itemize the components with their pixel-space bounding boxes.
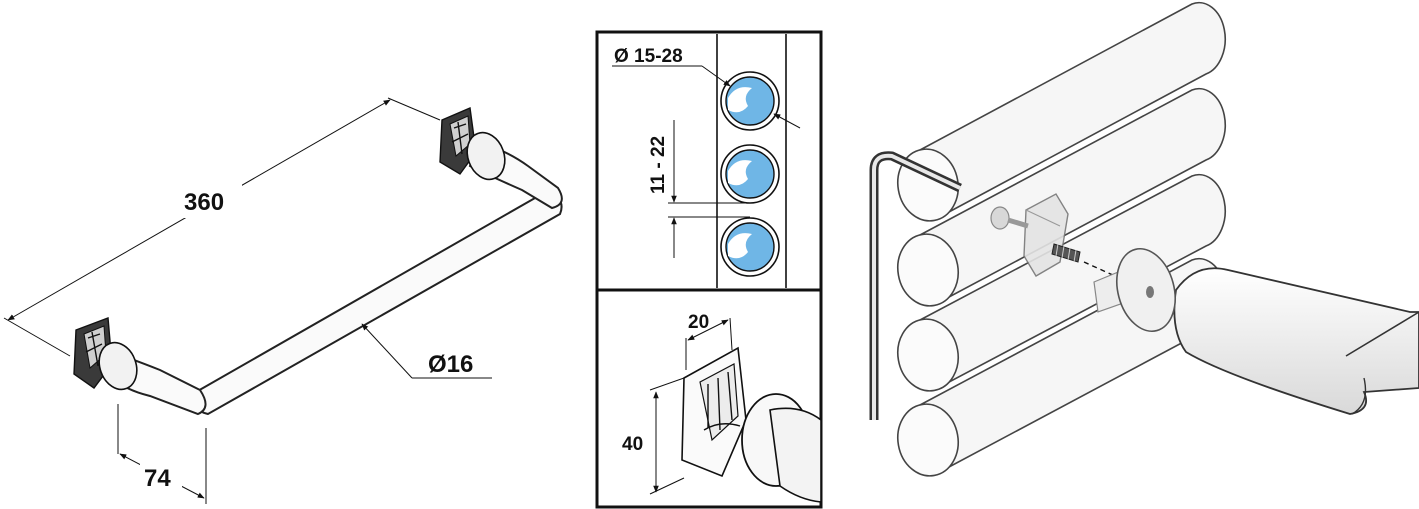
detail-panel: Ø 15-28 11 - 22 20 40	[595, 30, 823, 509]
diameter-leader	[361, 323, 413, 379]
bracket-height-label: 40	[622, 434, 643, 455]
tube-cross-section-3	[720, 217, 780, 277]
left-wall-bracket	[73, 317, 138, 391]
tube-cross-section-1	[720, 71, 780, 131]
bracket-width-label: 20	[688, 312, 709, 333]
towel-bar-overview: 360 Ø16 74	[3, 97, 563, 504]
diameter-label: Ø16	[428, 351, 473, 378]
right-wall-bracket	[439, 106, 506, 181]
bracket-detail: 20 40	[620, 312, 822, 503]
tube-gap-range: 11 - 22	[648, 136, 669, 194]
allen-key	[869, 151, 962, 420]
length-label: 360	[184, 189, 224, 216]
radiator-tube-detail: Ø 15-28 11 - 22	[612, 34, 801, 288]
radiator-tube-3	[897, 173, 1226, 392]
projection-label: 74	[144, 465, 171, 492]
towel-bar	[193, 188, 563, 416]
tube-diameter-range: Ø 15-28	[614, 46, 683, 67]
radiator-tube-2	[897, 87, 1226, 307]
installation-view	[869, 1, 1419, 477]
bar-end-with-rosette	[1116, 247, 1419, 415]
set-screw	[1051, 243, 1081, 263]
tube-cross-section-2	[720, 144, 780, 204]
